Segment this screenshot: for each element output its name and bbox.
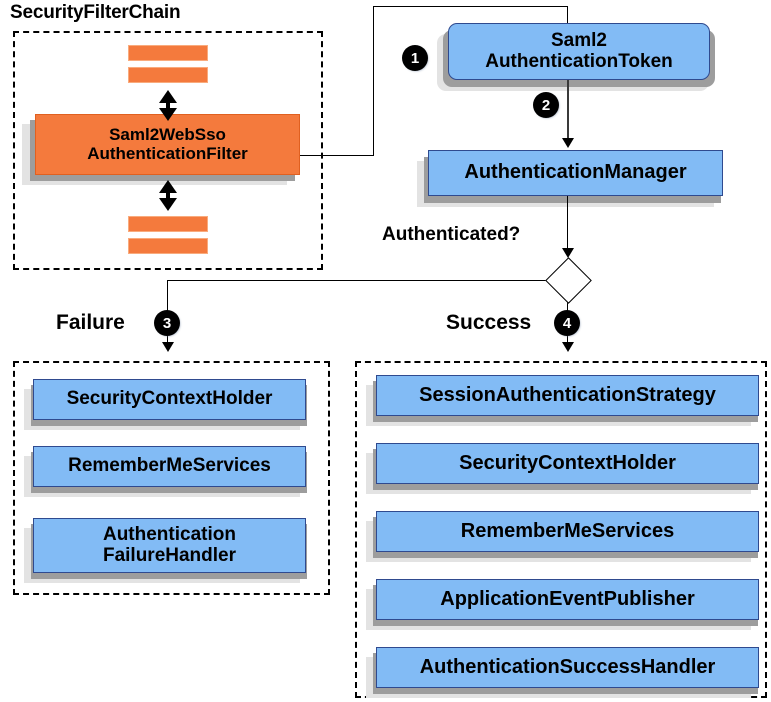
connector-token-to-manager xyxy=(567,80,569,142)
success-item-3-label: ApplicationEventPublisher xyxy=(440,587,695,610)
security-filter-chain-group xyxy=(13,31,323,270)
step-3-badge: 3 xyxy=(155,311,179,335)
filter-bar-3 xyxy=(128,216,208,232)
filter-box-line2: AuthenticationFilter xyxy=(87,143,248,163)
success-item-1-label: SecurityContextHolder xyxy=(459,451,676,474)
filter-bar-2 xyxy=(128,67,208,83)
success-item-2-label: RememberMeServices xyxy=(460,519,675,542)
failure-item-security-context-holder[interactable]: SecurityContextHolder xyxy=(33,379,306,420)
filter-box-line1: Saml2WebSso xyxy=(109,125,226,145)
failure-item-2-line2: FailureHandler xyxy=(102,544,237,566)
manager-label: AuthenticationManager xyxy=(464,161,687,184)
success-item-4-label: AuthenticationSuccessHandler xyxy=(419,655,716,678)
security-filter-chain-label: SecurityFilterChain xyxy=(10,2,181,23)
step-1-badge: 1 xyxy=(403,46,427,70)
connector-filter-to-token-h2 xyxy=(373,6,568,7)
authenticated-question-label: Authenticated? xyxy=(382,224,521,245)
failure-item-2-line1: Authentication xyxy=(102,524,236,546)
double-arrow-above-filter xyxy=(155,90,181,121)
connector-manager-to-decision xyxy=(567,196,568,250)
arrowhead-success xyxy=(562,342,574,352)
success-item-0-label: SessionAuthenticationStrategy xyxy=(419,383,716,406)
failure-item-0-label: SecurityContextHolder xyxy=(66,388,273,410)
failure-item-remember-me-services[interactable]: RememberMeServices xyxy=(33,446,306,487)
token-line2: AuthenticationToken xyxy=(485,50,673,72)
token-line1: Saml2 xyxy=(551,30,607,52)
failure-branch-label: Failure xyxy=(56,311,125,334)
failure-item-1-label: RememberMeServices xyxy=(68,455,271,477)
node-saml2-websso-authentication-filter[interactable]: Saml2WebSso AuthenticationFilter xyxy=(35,114,300,175)
step-2-badge: 2 xyxy=(534,93,558,117)
success-item-application-event-publisher[interactable]: ApplicationEventPublisher xyxy=(376,579,759,620)
failure-item-authentication-failure-handler[interactable]: Authentication FailureHandler xyxy=(33,518,306,573)
arrowhead-token-to-manager xyxy=(562,138,574,148)
node-authentication-manager[interactable]: AuthenticationManager xyxy=(428,150,723,196)
arrowhead-failure xyxy=(162,342,174,352)
connector-decision-to-failure-h xyxy=(167,280,552,281)
success-branch-label: Success xyxy=(446,311,532,334)
step-4-badge: 4 xyxy=(555,311,579,335)
filter-bar-4 xyxy=(128,238,208,254)
connector-token-entry xyxy=(567,6,568,26)
arrowhead-manager-to-decision xyxy=(562,248,574,258)
node-saml2-authentication-token[interactable]: Saml2 AuthenticationToken xyxy=(448,23,710,80)
success-item-remember-me-services[interactable]: RememberMeServices xyxy=(376,511,759,552)
success-item-authentication-success-handler[interactable]: AuthenticationSuccessHandler xyxy=(376,647,759,688)
success-item-session-authentication-strategy[interactable]: SessionAuthenticationStrategy xyxy=(376,375,759,416)
failure-branch-group xyxy=(13,361,330,595)
double-arrow-below-filter xyxy=(155,180,181,211)
decision-diamond xyxy=(545,257,592,304)
filter-bar-1 xyxy=(128,45,208,61)
success-item-security-context-holder[interactable]: SecurityContextHolder xyxy=(376,443,759,484)
connector-filter-to-token-h1 xyxy=(300,155,374,156)
connector-filter-to-token-v xyxy=(373,6,374,156)
